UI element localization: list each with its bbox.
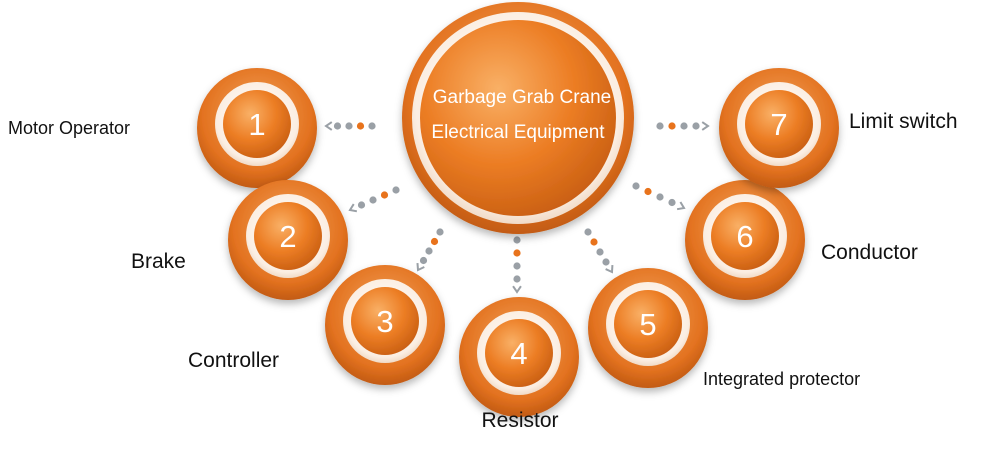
connector-dot — [513, 249, 521, 257]
node-4-label: Resistor — [481, 409, 558, 432]
hub-title-line1: Garbage Grab Crane — [433, 87, 612, 108]
arrowhead-icon — [512, 285, 522, 294]
connector-arrow-7 — [656, 121, 710, 131]
connector-dot — [513, 262, 521, 270]
node-1-label: Motor Operator — [8, 118, 130, 138]
connector-dot — [680, 122, 688, 130]
node-6: 6 Conductor — [685, 180, 918, 300]
connector-dot — [692, 122, 700, 130]
arrowhead-icon — [676, 201, 686, 211]
node-1: 1 Motor Operator — [8, 68, 317, 188]
connector-arrow-5 — [584, 228, 614, 274]
node-2-label: Brake — [131, 250, 186, 273]
connector-dot — [419, 256, 428, 265]
connector-dot — [356, 122, 365, 130]
connector-dot — [602, 258, 610, 266]
connector-dot — [584, 228, 592, 236]
connector-dot — [644, 187, 652, 196]
node-6-number: 6 — [736, 219, 753, 254]
node-2: 2 Brake — [131, 180, 348, 300]
connector-dot — [596, 248, 604, 256]
arrowhead-icon — [605, 264, 614, 274]
node-4-number: 4 — [510, 336, 527, 371]
arrowhead-icon — [416, 262, 425, 272]
connector-dot — [668, 198, 676, 207]
node-7-label: Limit switch — [849, 110, 958, 133]
connector-arrow-6 — [632, 182, 686, 211]
connector-dot — [425, 247, 433, 255]
connector-arrow-2 — [348, 186, 400, 213]
connector-dot — [345, 122, 353, 130]
connector-dot — [632, 182, 640, 190]
connector-dot — [380, 191, 389, 199]
node-3-number: 3 — [376, 304, 393, 339]
node-7-number: 7 — [770, 107, 787, 142]
connector-arrow-3 — [416, 228, 444, 272]
node-5: 5 Integrated protector — [588, 268, 860, 389]
arrowhead-icon — [348, 203, 358, 213]
connector-dot — [369, 196, 377, 204]
arrowhead-icon — [701, 121, 710, 131]
connector-arrow-4 — [512, 236, 522, 294]
connectors — [324, 121, 710, 294]
connector-dot — [513, 236, 521, 244]
connector-dot — [333, 122, 342, 130]
node-5-number: 5 — [639, 307, 656, 342]
connector-dot — [368, 122, 376, 130]
node-3-label: Controller — [188, 349, 279, 372]
connector-dot — [656, 122, 664, 130]
node-1-number: 1 — [248, 107, 265, 142]
node-4: 4 Resistor — [459, 297, 579, 432]
connector-dot — [430, 237, 439, 246]
connector-arrow-1 — [324, 121, 376, 131]
connector-dot — [357, 201, 366, 209]
node-2-number: 2 — [279, 219, 296, 254]
connector-dot — [668, 122, 676, 130]
connector-dot — [392, 186, 400, 194]
hub-title-line2: Electrical Equipment — [431, 122, 605, 143]
hub-circle — [402, 2, 634, 234]
connector-dot — [513, 275, 521, 283]
node-3: 3 Controller — [188, 265, 445, 385]
connector-dot — [590, 238, 598, 246]
node-6-label: Conductor — [821, 241, 918, 264]
connector-dot — [656, 193, 664, 201]
connector-dot — [436, 228, 444, 236]
arrowhead-icon — [324, 121, 333, 131]
node-7: 7 Limit switch — [719, 68, 958, 188]
node-5-label: Integrated protector — [703, 369, 860, 389]
